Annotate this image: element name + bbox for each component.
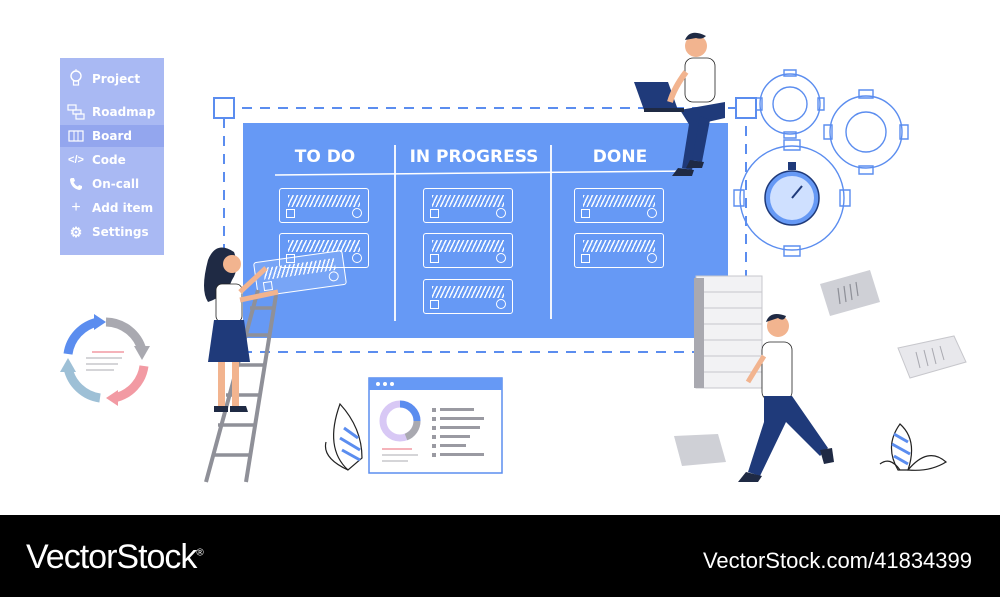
woman-on-ladder-illustration bbox=[204, 247, 279, 483]
task-card[interactable] bbox=[574, 233, 664, 268]
task-card[interactable] bbox=[574, 188, 664, 223]
column-title-in-progress: IN PROGRESS bbox=[409, 147, 539, 167]
cycle-arrows-icon bbox=[60, 314, 150, 406]
selection-frame bbox=[213, 97, 757, 353]
kanban-board bbox=[243, 123, 728, 338]
gear-icon: ⚙ bbox=[69, 223, 83, 240]
watermark-footer bbox=[0, 515, 1000, 597]
plus-icon: + bbox=[71, 199, 81, 216]
menu-item-code[interactable]: </> Code bbox=[60, 149, 164, 171]
flying-paper-icon bbox=[897, 335, 967, 379]
menu-item-add-item[interactable]: + Add item bbox=[60, 197, 164, 219]
menu-item-on-call[interactable]: On-call bbox=[60, 173, 164, 195]
task-card[interactable] bbox=[279, 188, 369, 223]
man-carrying-papers-illustration bbox=[694, 275, 834, 482]
man-with-laptop-illustration bbox=[634, 32, 725, 176]
plant-icon bbox=[324, 402, 363, 471]
menu-label: Project bbox=[92, 72, 141, 86]
phone-icon bbox=[60, 177, 92, 191]
task-card[interactable] bbox=[423, 233, 513, 268]
roadmap-icon bbox=[60, 104, 92, 120]
registered-mark: ® bbox=[196, 547, 203, 559]
board-lines bbox=[274, 145, 694, 321]
plant-icon bbox=[879, 423, 947, 471]
stock-id-text: VectorStock.com/41834399 bbox=[702, 548, 972, 573]
gears-icon bbox=[733, 69, 909, 257]
flying-paper-icon bbox=[820, 270, 880, 316]
menu-item-settings[interactable]: ⚙ Settings bbox=[60, 221, 164, 243]
lightbulb-icon bbox=[60, 69, 92, 89]
sidebar-menu: Project Roadmap Board </> Code On-call + bbox=[60, 58, 164, 255]
menu-label: On-call bbox=[92, 177, 140, 191]
brand-logo: VectorStock® bbox=[26, 538, 204, 577]
browser-window-illustration bbox=[368, 377, 503, 474]
menu-label: Settings bbox=[92, 225, 149, 239]
board-icon bbox=[60, 130, 92, 142]
task-card[interactable] bbox=[423, 279, 513, 314]
flying-paper-icon bbox=[674, 434, 726, 466]
brand-name: VectorStock bbox=[26, 538, 197, 576]
menu-label: Code bbox=[92, 153, 126, 167]
menu-item-board[interactable]: Board bbox=[60, 125, 164, 147]
code-icon: </> bbox=[68, 154, 84, 166]
menu-item-project[interactable]: Project bbox=[60, 68, 164, 90]
menu-label: Add item bbox=[92, 201, 154, 215]
illustration-scene: Project Roadmap Board </> Code On-call + bbox=[60, 32, 967, 483]
task-card[interactable] bbox=[423, 188, 513, 223]
column-title-todo: TO DO bbox=[294, 147, 356, 167]
column-title-done: DONE bbox=[592, 147, 648, 167]
menu-item-roadmap[interactable]: Roadmap bbox=[60, 101, 164, 123]
menu-label: Roadmap bbox=[92, 105, 156, 119]
menu-label: Board bbox=[92, 129, 132, 143]
